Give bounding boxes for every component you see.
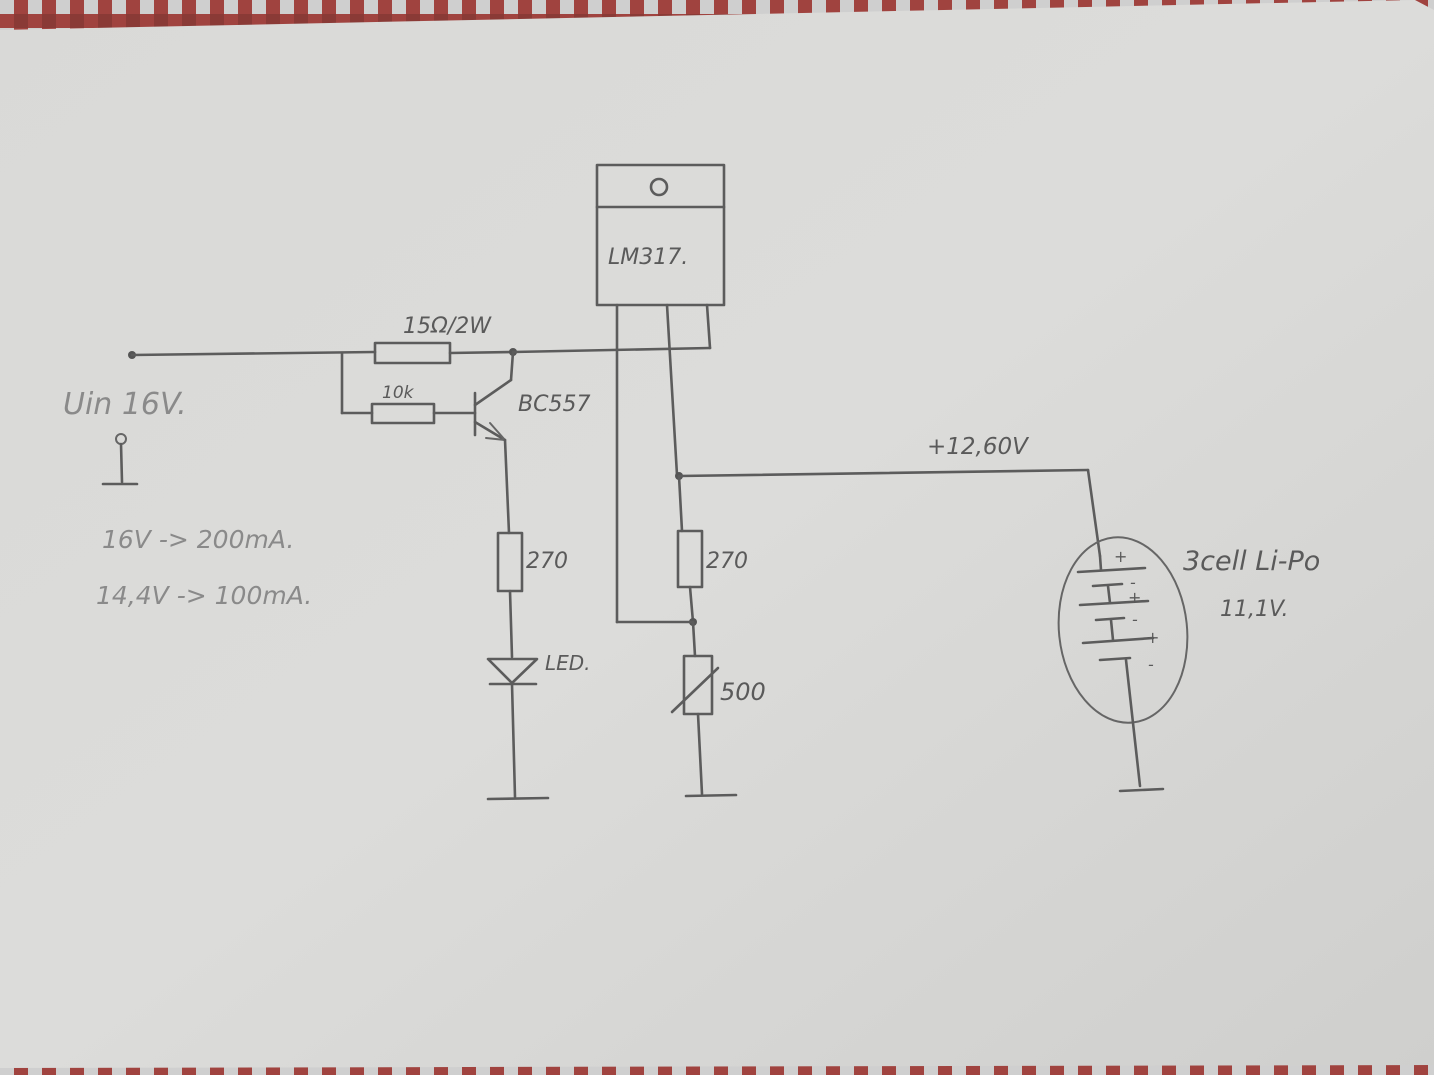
battery-name: 3cell Li-Po	[1183, 546, 1320, 577]
resistor-10k-label: 10k	[382, 383, 415, 403]
input-rail: 15Ω/2W	[128, 314, 712, 365]
bc557-transistor: BC557	[473, 350, 590, 442]
battery-voltage: 11,1V.	[1220, 597, 1289, 622]
led-symbol	[486, 657, 539, 685]
output-voltage-label: +12,60V	[927, 434, 1030, 460]
ground-symbol-led	[486, 796, 550, 801]
resistor-15ohm-label: 15Ω/2W	[403, 314, 492, 339]
base-branch: 10k	[340, 351, 477, 425]
output-network: +12,60V 270 500	[615, 434, 1102, 798]
resistor-270-adjust-label: 270	[706, 549, 748, 574]
battery-plus-3: +	[1146, 628, 1159, 647]
battery-plus-1: +	[1114, 547, 1127, 566]
battery-minus-2: -	[1132, 610, 1138, 629]
battery-minus-1: -	[1130, 573, 1136, 592]
current-note-1: 16V -> 200mA.	[102, 525, 294, 554]
battery-plus-2: +	[1128, 588, 1141, 607]
resistor-270-led-label: 270	[526, 549, 568, 574]
led-label: LED.	[545, 651, 591, 675]
input-annotations: Uin 16V. 16V -> 200mA. 14,4V -> 100mA.	[63, 387, 312, 610]
regulator-label: LM317.	[608, 245, 688, 270]
ground-symbol-adjust	[684, 793, 738, 798]
led-branch: 270 LED.	[486, 438, 591, 801]
battery-pack: + + + - - - 3cell Li-Po 11,1V.	[1057, 536, 1320, 793]
transistor-label: BC557	[518, 392, 590, 417]
potentiometer-label: 500	[720, 678, 766, 706]
lm317-regulator: LM317.	[595, 163, 726, 624]
battery-minus-3: -	[1148, 655, 1154, 674]
ground-symbol-battery	[1118, 787, 1165, 793]
current-note-2: 14,4V -> 100mA.	[96, 581, 312, 610]
vin-label: Uin 16V.	[63, 387, 187, 422]
